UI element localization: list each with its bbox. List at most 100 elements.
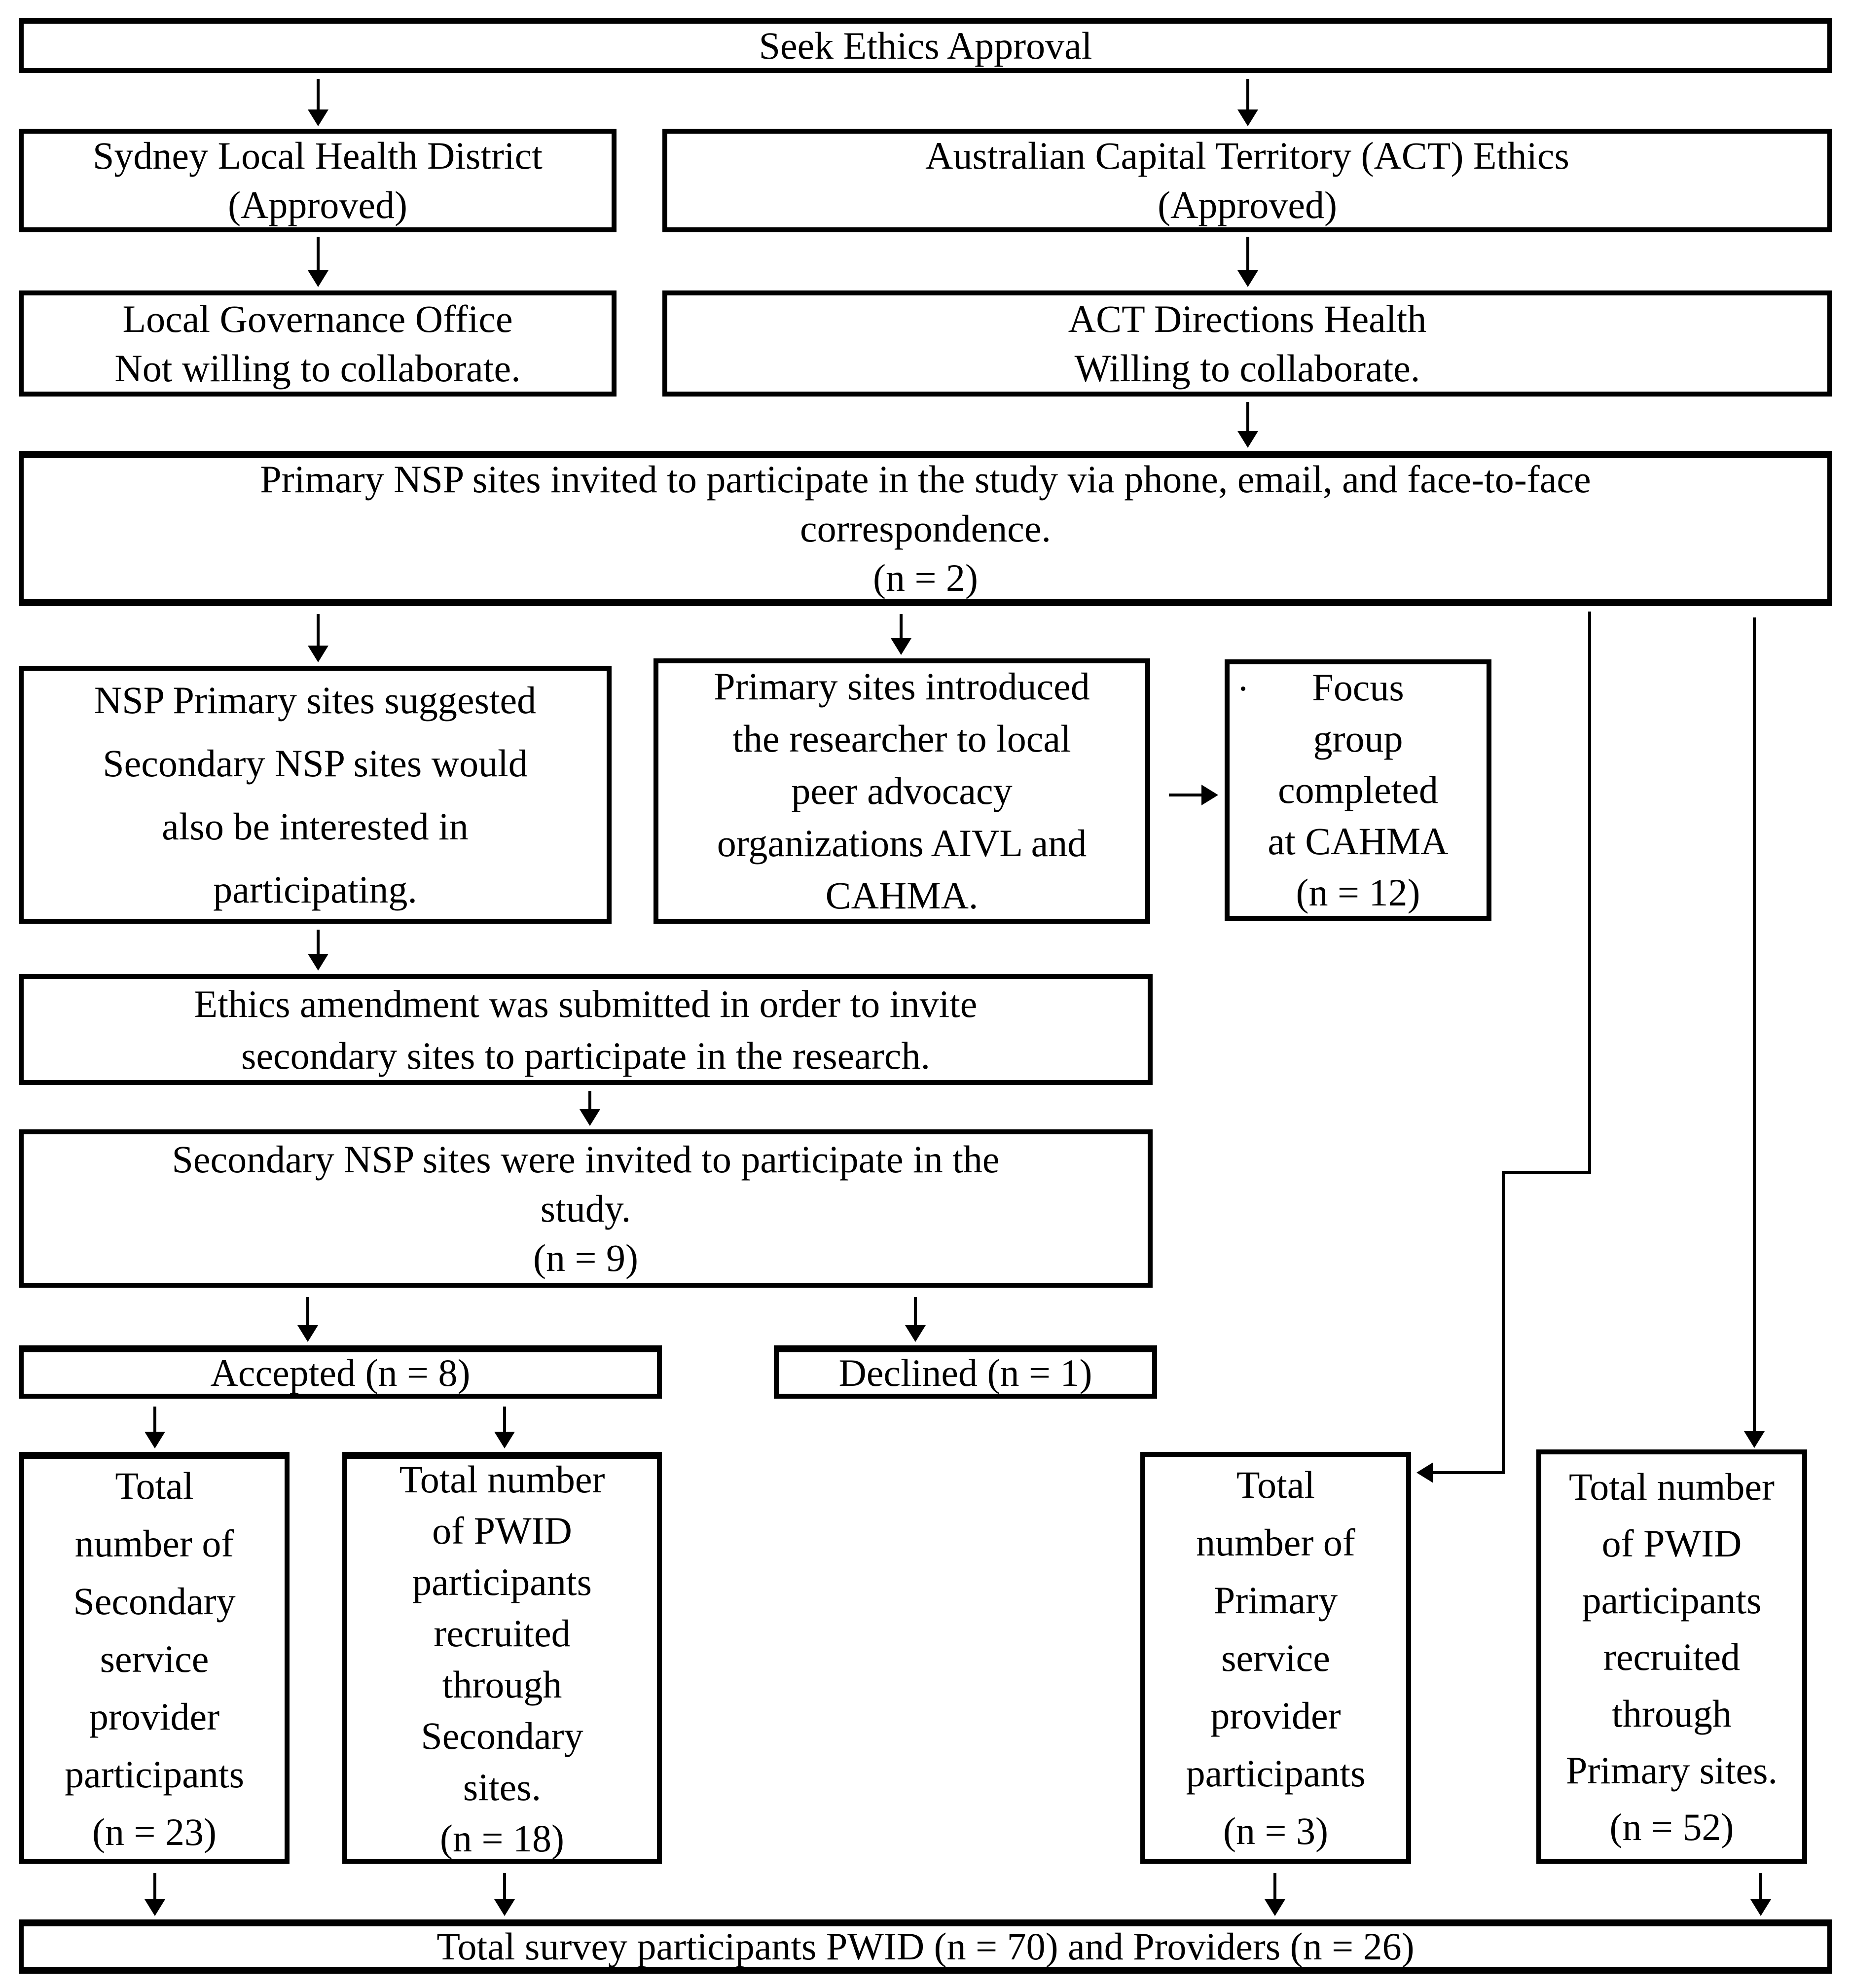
node-act-ethics: Australian Capital Territory (ACT) Ethic… [662,129,1832,232]
text-line: Sydney Local Health District [93,134,543,177]
text-line: Secondary NSP sites were invited to part… [172,1137,1000,1181]
node-pwid-primary-sites: Total number of PWID participants recrui… [1536,1449,1807,1864]
arrow-down-icon [317,930,320,954]
node-nsp-primary-sites-suggested: NSP Primary sites suggested Secondary NS… [19,666,612,924]
arrow-down-icon [503,1873,506,1899]
connector-line [1502,1171,1591,1174]
connector-line [1588,612,1591,1174]
text-line: participating. [213,867,417,911]
text-line: group [1313,717,1403,760]
text-line: (n = 18) [440,1816,564,1860]
arrow-down-icon [503,1407,506,1432]
text-line: of PWID [432,1509,572,1552]
node-primary-nsp-sites-invited: Primary NSP sites invited to participate… [19,451,1832,606]
arrow-head-icon [1201,785,1218,805]
text-line: (n = 12) [1296,871,1420,914]
arrow-head-icon [1744,1431,1765,1448]
arrow-down-icon [1759,1873,1762,1899]
node-focus-group-completed: Focus group completed at CAHMA (n = 12) [1225,659,1491,921]
arrow-down-icon [306,1297,309,1325]
arrow-head-icon [308,954,328,971]
node-secondary-nsp-sites-invited: Secondary NSP sites were invited to part… [19,1129,1153,1288]
arrow-head-icon [145,1899,165,1916]
arrow-head-icon [494,1432,515,1448]
text-line: Declined (n = 1) [838,1351,1092,1394]
arrow-head-icon [1237,109,1258,126]
text-line: through [442,1663,562,1706]
arrow-down-icon [153,1873,156,1899]
text-line: Seek Ethics Approval [759,24,1092,67]
stray-dot [1241,687,1245,691]
text-line: peer advocacy [791,769,1013,812]
text-line: provider [89,1695,220,1738]
arrow-down-icon [317,614,320,646]
node-ethics-amendment: Ethics amendment was submitted in order … [19,974,1153,1085]
text-line: Total number [399,1457,605,1501]
node-declined: Declined (n = 1) [774,1345,1157,1399]
arrow-head-icon [308,109,328,126]
text-line: participants [412,1560,592,1603]
text-line: (Approved) [1158,183,1337,226]
text-line: number of [1196,1521,1355,1564]
text-line: NSP Primary sites suggested [94,678,537,722]
text-line: correspondence. [800,507,1051,550]
text-line: participants [1582,1578,1762,1622]
arrow-down-icon [1246,79,1249,109]
arrow-head-icon [1750,1899,1771,1916]
text-line: participants [1186,1752,1366,1795]
node-total-primary-providers: Total number of Primary service provider… [1140,1452,1411,1864]
node-sydney-local-health-district: Sydney Local Health District (Approved) [19,129,617,232]
node-local-governance-office: Local Governance Office Not willing to c… [19,290,617,397]
arrow-down-icon [1246,402,1249,431]
node-act-directions-health: ACT Directions Health Willing to collabo… [662,290,1832,397]
connector-line [1753,617,1756,1431]
text-line: Primary sites introduced [714,665,1090,708]
node-total-secondary-providers: Total number of Secondary service provid… [19,1452,290,1864]
arrow-down-icon [1246,237,1249,270]
arrow-head-icon [308,646,328,662]
arrow-down-icon [1273,1873,1276,1899]
text-line: service [1221,1636,1330,1679]
text-line: Primary sites. [1566,1748,1778,1792]
text-line: Secondary NSP sites would [103,741,528,785]
text-line: also be interested in [162,804,469,848]
text-line: completed [1278,768,1438,811]
arrow-head-icon [1416,1462,1433,1483]
arrow-head-icon [297,1325,318,1342]
arrow-head-icon [905,1325,926,1342]
arrow-head-icon [1237,431,1258,448]
text-line: Local Governance Office [122,297,513,340]
arrow-down-icon [317,237,320,270]
text-line: study. [540,1187,631,1230]
text-line: the researcher to local [732,717,1071,760]
arrow-down-icon [900,614,903,638]
text-line: (n = 23) [92,1810,217,1853]
text-line: Total [1236,1463,1315,1506]
text-line: Not willing to collaborate. [114,346,521,390]
text-line: Secondary [73,1580,236,1623]
arrow-head-icon [494,1899,515,1916]
text-line: Secondary [421,1714,583,1757]
text-line: Accepted (n = 8) [210,1351,471,1394]
text-line: Australian Capital Territory (ACT) Ethic… [925,134,1569,177]
text-line: Focus [1312,666,1404,709]
text-line: sites. [463,1765,542,1808]
text-line: Total [115,1464,194,1507]
connector-line [1433,1471,1505,1474]
text-line: recruited [434,1611,571,1655]
arrow-down-icon [153,1407,156,1432]
text-line: Primary NSP sites invited to participate… [260,458,1591,501]
node-pwid-secondary-sites: Total number of PWID participants recrui… [342,1452,662,1864]
arrow-head-icon [1265,1899,1285,1916]
text-line: Willing to collaborate. [1074,346,1420,390]
text-line: (n = 2) [873,556,978,599]
arrow-down-icon [588,1091,591,1109]
node-primary-sites-introduced: Primary sites introduced the researcher … [653,658,1150,924]
text-line: organizations AIVL and [717,822,1087,865]
text-line: secondary sites to participate in the re… [241,1034,930,1077]
arrow-head-icon [145,1432,165,1448]
node-total-survey-participants: Total survey participants PWID (n = 70) … [19,1919,1832,1974]
text-line: service [100,1637,209,1680]
connector-line [1502,1171,1505,1473]
